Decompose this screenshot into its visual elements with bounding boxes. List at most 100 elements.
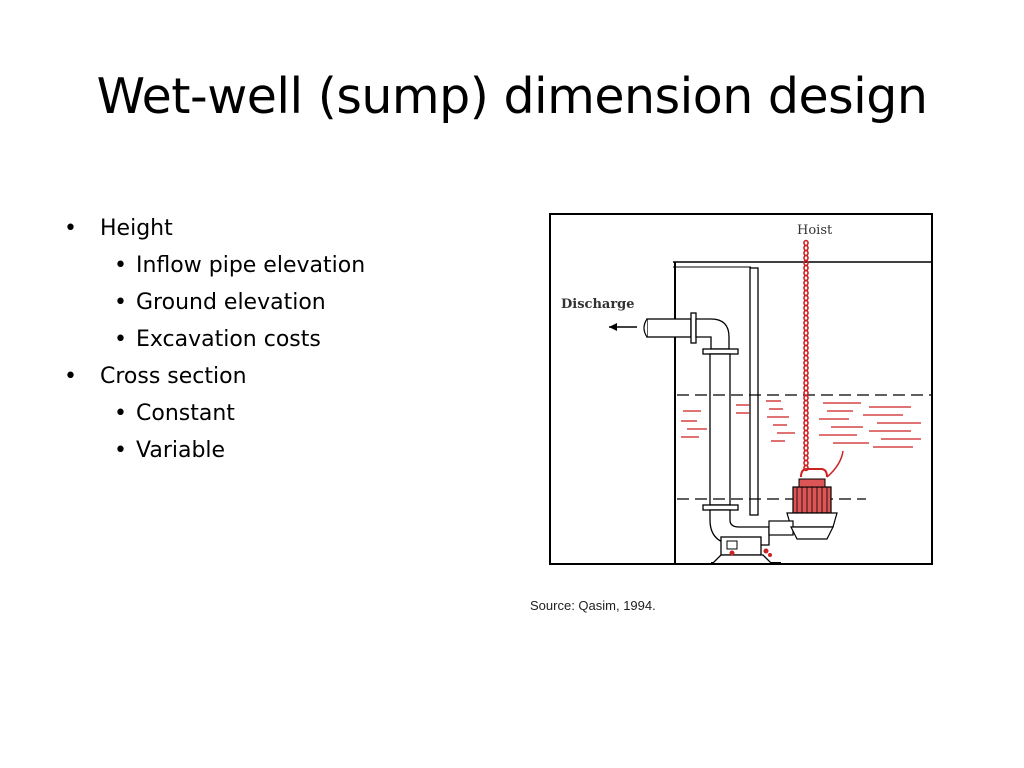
sub-bullet-label: Constant [136,401,235,426]
chain-link [803,374,809,382]
discharge-arrow-icon [609,323,617,331]
discharge-pipe [646,318,692,338]
chain-link [803,269,809,277]
chain-link [803,354,809,362]
chain-link [803,254,809,262]
bullet-label: Cross section [100,364,247,389]
chain-link [803,344,809,352]
chain-link [803,424,809,432]
chain-link [803,289,809,297]
chain-link [803,394,809,402]
chain-link [803,399,809,407]
chain-link [803,414,809,422]
chain-link [803,459,809,467]
discharge-pipe-end [643,318,648,338]
chain-link [803,334,809,342]
chain-link [803,439,809,447]
wet-well-diagram-svg: Discharge [561,223,931,563]
anchor-bolt [763,548,769,554]
anchor-bolt [768,553,772,557]
anchor-bolt [729,550,735,556]
chain-link [803,279,809,287]
sub-bullet-item: • Inflow pipe elevation [106,247,365,284]
pump-motor-fins [796,487,828,513]
chain-link [803,244,809,252]
water-hatching [681,400,921,448]
sub-bullet-list: • Constant • Variable [60,395,365,469]
chain-link [803,324,809,332]
hoist-label: Hoist [797,223,833,238]
sub-bullet-list: • Inflow pipe elevation • Ground elevati… [60,247,365,358]
bullet-list: • Height • Inflow pipe elevation • Groun… [60,210,365,469]
submersible-pump [768,450,844,540]
pump-lifting-handle [800,468,828,478]
sub-bullet-item: • Excavation costs [106,321,365,358]
chain-link [803,419,809,427]
bullet-dot: • [114,438,127,463]
chain-link [803,389,809,397]
pump-base [790,526,834,540]
chain-link [803,364,809,372]
pump-top-cap [798,478,826,488]
chain-link [803,249,809,257]
bullet-dot: • [114,327,127,352]
discharge-label: Discharge [561,297,635,312]
bullet-dot: • [114,290,127,315]
riser-flange-bottom [702,504,739,511]
chain-link [803,314,809,322]
duckfoot-detail [726,540,738,550]
chain-link [803,259,809,267]
chain-link [803,369,809,377]
figure-source-caption: Source: Qasim, 1994. [530,598,656,613]
sub-bullet-item: • Variable [106,432,365,469]
bullet-dot: • [114,253,127,278]
chain-link [803,449,809,457]
bullet-item-height: • Height • Inflow pipe elevation • Groun… [60,210,365,358]
chain-link [803,309,809,317]
chain-link [803,274,809,282]
chain-link [803,299,809,307]
bullet-label: Height [100,216,173,241]
pump-outlet [768,520,794,536]
chain-link [803,444,809,452]
pipe-elbow-top [695,318,730,350]
chain-link [803,339,809,347]
chain-link [803,434,809,442]
pump-volute [786,512,838,528]
bullet-dot: • [64,216,77,241]
riser-flange-top [702,348,739,355]
discharge-flange [690,312,697,344]
chain-link [803,429,809,437]
chain-link [803,294,809,302]
bullet-dot: • [114,401,127,426]
bullet-dot: • [64,364,77,389]
pump-cable [826,450,844,478]
riser-pipe [709,353,731,506]
sub-bullet-label: Variable [136,438,226,463]
sub-bullet-item: • Ground elevation [106,284,365,321]
chain-link [803,349,809,357]
sub-bullet-label: Excavation costs [136,327,321,352]
sub-bullet-item: • Constant [106,395,365,432]
chain-link [803,454,809,462]
chain-link [803,304,809,312]
chain-link [803,319,809,327]
bullet-item-cross-section: • Cross section • Constant • Variable [60,358,365,469]
chain-link [803,359,809,367]
chain-link [803,409,809,417]
chain-link [803,284,809,292]
chain-link [803,239,809,247]
base-plinth [712,554,772,563]
chain-link [803,264,809,272]
chain-link [803,329,809,337]
chain-link [803,404,809,412]
sub-bullet-label: Ground elevation [136,290,326,315]
chain-link [803,379,809,387]
wet-well-diagram: Discharge [549,213,933,565]
slide-title: Wet-well (sump) dimension design [96,68,928,125]
sub-bullet-label: Inflow pipe elevation [136,253,366,278]
hoist-chain [803,239,809,472]
chain-link [803,384,809,392]
guide-rail [749,267,759,516]
